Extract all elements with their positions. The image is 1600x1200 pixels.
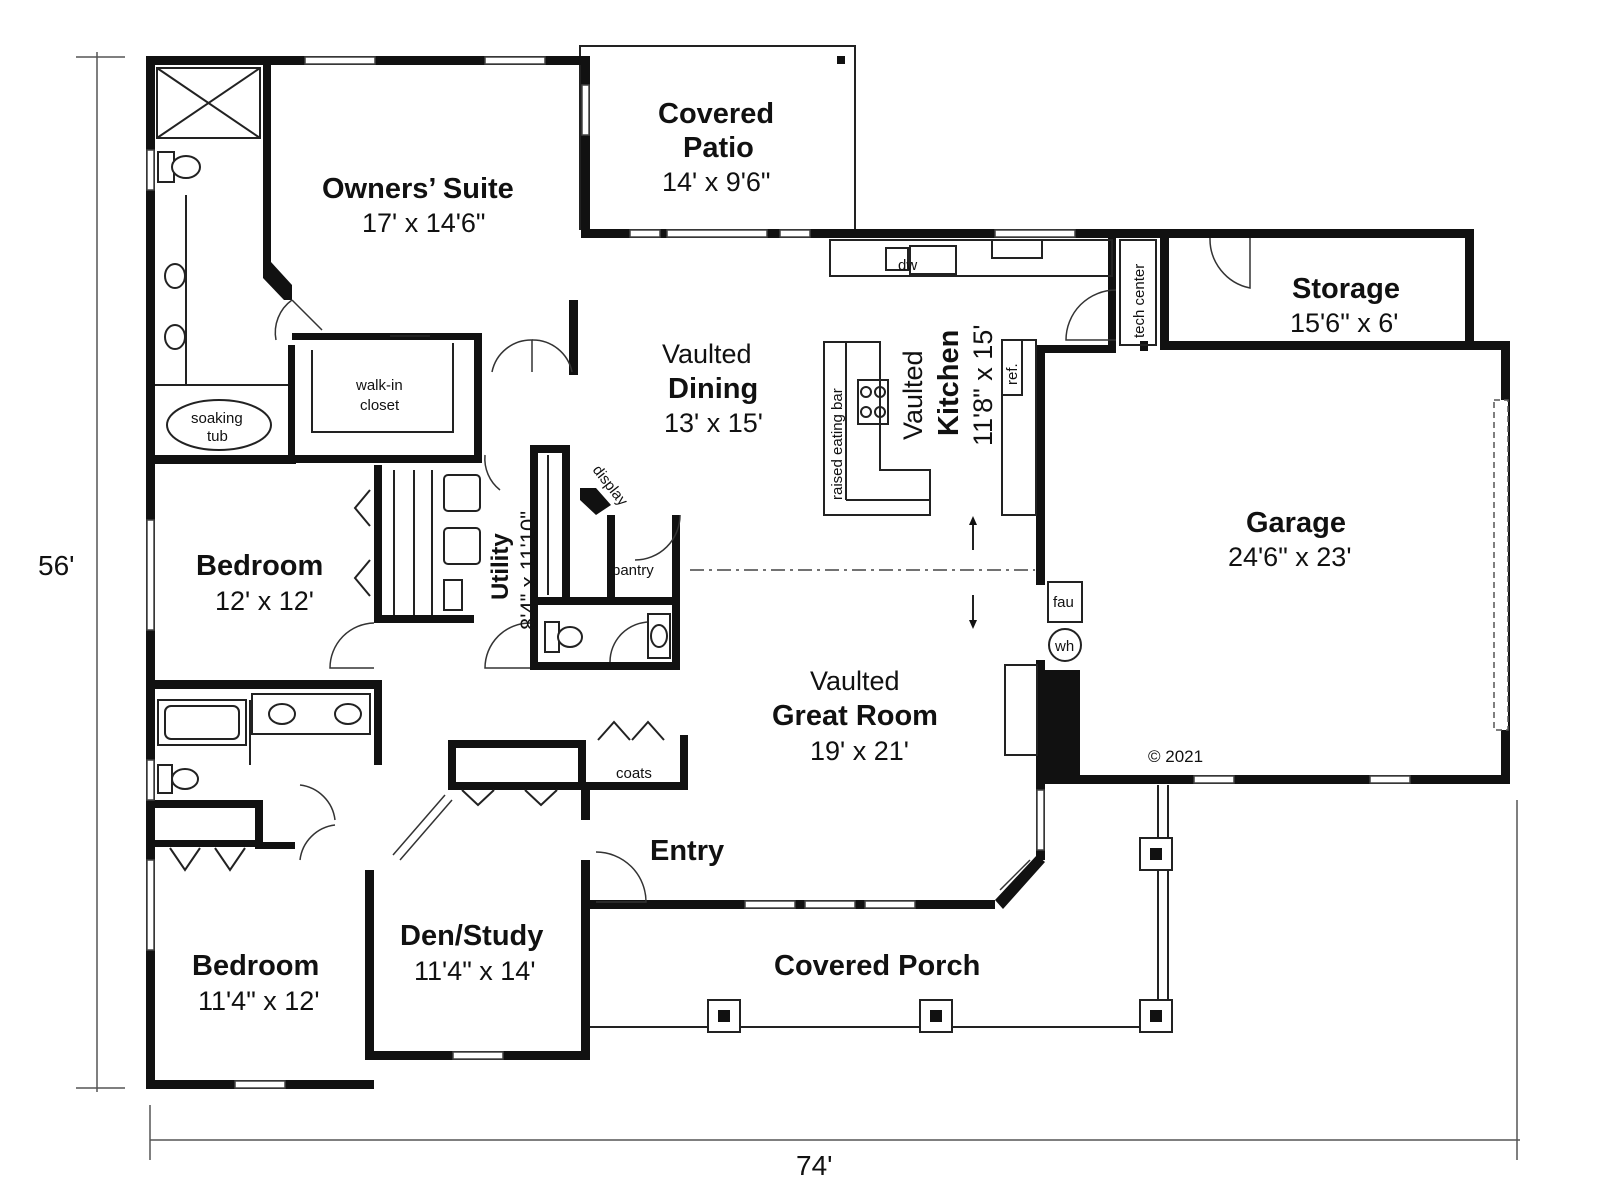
doors — [274, 237, 1251, 903]
soaking-tub-label: soaking — [191, 410, 243, 427]
covered-patio-outline — [579, 45, 856, 230]
dimension-lines — [76, 52, 1520, 1160]
pantry-label: pantry — [612, 562, 654, 579]
bedroom-2-name: Bedroom — [192, 950, 319, 982]
tech-center-label: tech center — [1131, 264, 1148, 338]
coats-label: coats — [616, 765, 652, 782]
covered-patio-size: 14' x 9'6" — [662, 167, 770, 197]
exterior-walls — [146, 56, 1510, 1089]
garage-door — [1493, 399, 1509, 731]
bedroom-2-size: 11'4" x 12' — [198, 986, 319, 1016]
fau-label: fau — [1053, 594, 1074, 611]
overall-width-label: 74' — [796, 1150, 833, 1181]
kitchen-fixtures — [823, 239, 1157, 516]
garage-mechanical — [1047, 581, 1083, 662]
porch-post — [1139, 837, 1173, 871]
bedroom-1-size: 12' x 12' — [215, 586, 314, 616]
owners-suite-size: 17' x 14'6" — [362, 208, 485, 238]
ref-label: ref. — [1004, 363, 1021, 385]
utility-size: 8'4" x 11'10" — [516, 511, 541, 630]
kitchen-prefix: Vaulted — [898, 350, 928, 440]
dining-prefix: Vaulted — [662, 339, 752, 369]
copyright-label: © 2021 — [1148, 747, 1203, 766]
dining-size: 13' x 15' — [664, 408, 763, 438]
garage-name: Garage — [1246, 507, 1346, 539]
walk-in-closet-fixtures — [311, 335, 454, 433]
utility-fixtures — [431, 455, 549, 615]
fireplace-hearth — [1004, 664, 1038, 756]
owners-bath-fixtures — [156, 67, 272, 451]
covered-patio-name: Covered — [658, 98, 774, 130]
great-room-name: Great Room — [772, 700, 938, 732]
overall-depth-label: 56' — [38, 550, 75, 581]
vault-line — [690, 516, 1035, 629]
dw-label: dw — [898, 257, 917, 274]
kitchen-size: 11'8" x 15' — [968, 325, 998, 446]
bedroom2-closet — [169, 847, 246, 872]
den-study-name: Den/Study — [400, 920, 543, 952]
bedroom-1-name: Bedroom — [196, 550, 323, 582]
interior-walls — [146, 56, 1465, 849]
utility-name: Utility — [487, 533, 514, 600]
great-room-size: 19' x 21' — [810, 736, 909, 766]
garage-size: 24'6" x 23' — [1228, 542, 1351, 572]
windows — [146, 56, 1411, 1089]
coats-closet-fixtures — [461, 720, 665, 807]
powder-room-fixtures — [544, 613, 671, 659]
owners-suite-name: Owners’ Suite — [322, 173, 514, 205]
dining-name: Dining — [668, 373, 758, 405]
storage-size: 15'6" x 6' — [1290, 308, 1398, 338]
great-room-prefix: Vaulted — [810, 666, 900, 696]
walk-in-closet-label: walk-in — [355, 377, 403, 394]
covered-porch-outline — [590, 785, 1173, 1033]
wh-label: wh — [1054, 638, 1074, 655]
kitchen-name: Kitchen — [933, 330, 965, 436]
covered-patio-name-2: Patio — [683, 132, 754, 164]
bath2-fixtures — [157, 693, 371, 794]
den-study-size: 11'4" x 14' — [414, 956, 535, 986]
bedroom1-closet — [353, 470, 415, 615]
covered-porch-name: Covered Porch — [774, 950, 980, 982]
entry-name: Entry — [650, 835, 724, 867]
storage-name: Storage — [1292, 273, 1400, 305]
raised-eating-bar-label: raised eating bar — [829, 388, 846, 500]
soaking-tub-label-2: tub — [207, 428, 228, 445]
walk-in-closet-label-2: closet — [360, 397, 400, 414]
